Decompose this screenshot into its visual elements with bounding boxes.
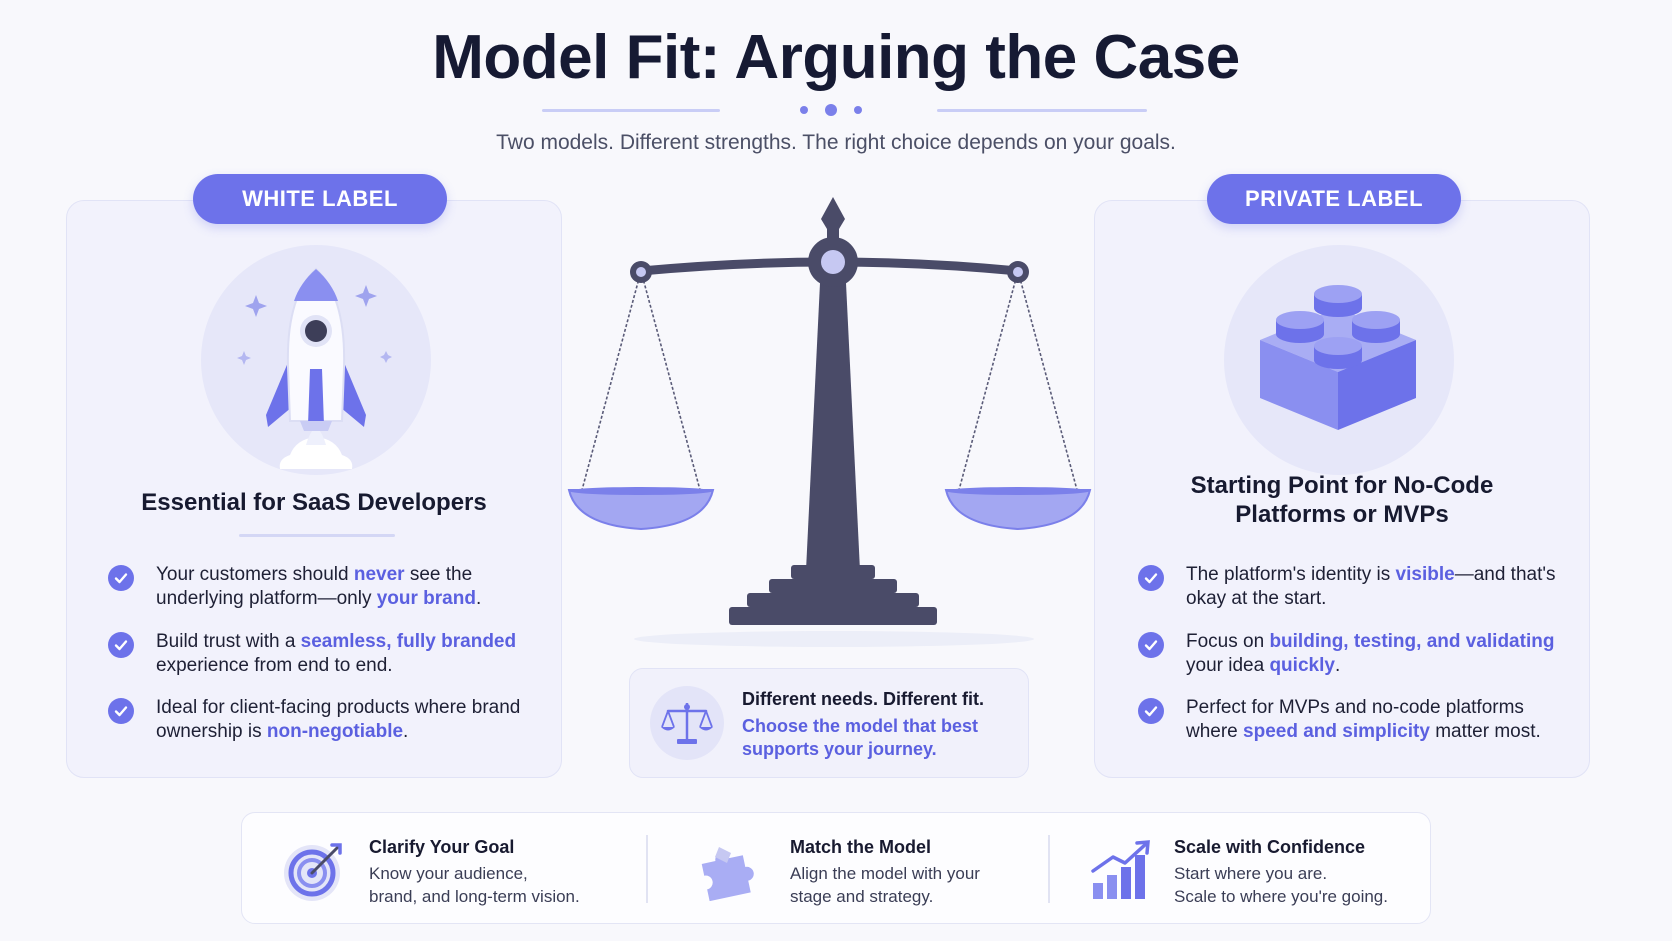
check-icon — [1138, 632, 1164, 658]
white-label-bullet-3: Ideal for client-facing products where b… — [108, 696, 548, 744]
page-title: Model Fit: Arguing the Case — [432, 23, 1240, 92]
private-label-heading: Starting Point for No-Code Platforms or … — [1190, 472, 1494, 528]
bottom-steps-bar: Clarify Your Goal Know your audience, br… — [241, 812, 1431, 924]
check-icon — [1138, 698, 1164, 724]
white-label-badge: WHITE LABEL — [193, 174, 447, 224]
growth-chart-icon — [1091, 840, 1150, 899]
center-info-box: Different needs. Different fit. Choose t… — [629, 668, 1029, 778]
private-label-badge: PRIVATE LABEL — [1207, 174, 1461, 224]
private-label-bullet-1: The platform's identity is visible—and t… — [1138, 563, 1568, 611]
check-icon — [108, 698, 134, 724]
target-icon — [284, 843, 342, 901]
puzzle-piece-icon — [701, 847, 754, 901]
building-block-icon — [1260, 285, 1416, 430]
title-divider — [0, 103, 1672, 117]
private-label-bullet-3: Perfect for MVPs and no-code platforms w… — [1138, 696, 1568, 744]
balance-scale-icon — [661, 703, 713, 744]
center-info-highlight: Choose the model that best supports your… — [742, 716, 979, 759]
center-info-title: Different needs. Different fit. — [742, 689, 985, 709]
balance-scale-illustration — [567, 197, 1092, 647]
check-icon — [108, 632, 134, 658]
white-label-bullet-1: Your customers should never see the unde… — [108, 563, 548, 611]
step-scale-confidence: Scale with Confidence Start where you ar… — [1174, 837, 1388, 906]
rocket-icon — [237, 267, 392, 469]
step-match-model: Match the Model Align the model with you… — [790, 837, 980, 906]
white-label-heading-underline — [239, 534, 395, 537]
white-label-heading: Essential for SaaS Developers — [141, 489, 487, 516]
page-subtitle: Two models. Different strengths. The rig… — [496, 131, 1176, 154]
private-label-bullet-2: Focus on building, testing, and validati… — [1138, 630, 1568, 678]
white-label-bullet-2: Build trust with a seamless, fully brand… — [108, 630, 548, 678]
step-clarify-goal: Clarify Your Goal Know your audience, br… — [369, 837, 580, 906]
check-icon — [108, 565, 134, 591]
check-icon — [1138, 565, 1164, 591]
